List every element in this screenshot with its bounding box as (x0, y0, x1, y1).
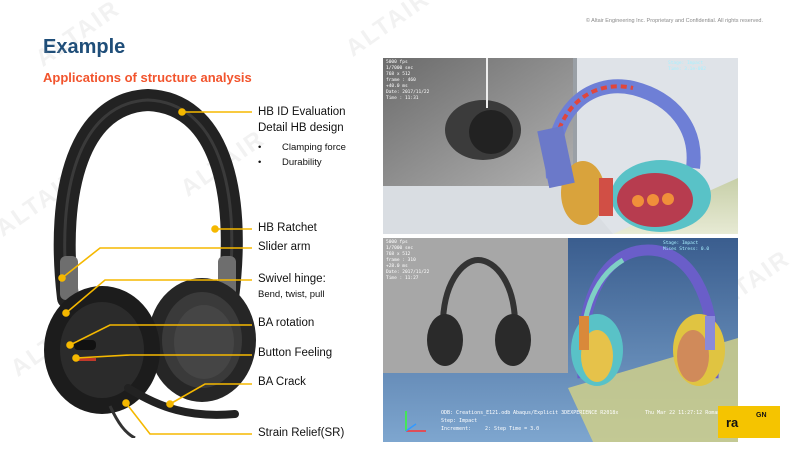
overlay-line: 1/7000 sec (386, 66, 414, 71)
label-slider-arm: Slider arm (258, 241, 311, 253)
sim-footer-odb: ODB: Creations_E121.odb (441, 410, 511, 416)
sim-footer-steptime: 2: Step Time = 3.0 (485, 426, 540, 432)
overlay-line: Time: 3.1e-002 (668, 67, 706, 72)
overlay-line: 768 x 512 (386, 252, 411, 257)
label-swivel-hinge: Swivel hinge: (258, 273, 326, 285)
label-swivel-sub: Bend, twist, pull (258, 289, 325, 300)
overlay-line: 1/7000 sec (386, 246, 414, 251)
slide-title: Example (43, 36, 126, 58)
bullet-item: Clamping force (258, 140, 346, 155)
overlay-line: Mises Stress: 0.0 (663, 247, 710, 252)
sim-footer-increment: Increment: (441, 426, 472, 432)
overlay-line: 5000 fps (386, 60, 408, 65)
slide-subtitle: Applications of structure analysis (43, 70, 252, 85)
overlay-line: +28.0 ms (386, 264, 408, 269)
sim-footer-step: Step: Impact (441, 418, 478, 424)
label-ba-rotation: BA rotation (258, 317, 315, 329)
sim-bottom-step-info: Stage: Impact Mises Stress: 0.0 (663, 241, 709, 253)
overlay-line: Date: 2017/11/22 (386, 90, 430, 95)
label-strain-relief: Strain Relief(SR) (258, 427, 345, 439)
label-button-feeling: Button Feeling (258, 347, 333, 359)
simulation-render-top (383, 58, 738, 234)
bullet-list: Clamping force Durability (258, 140, 346, 170)
overlay-line: +40.0 ms (386, 84, 408, 89)
overlay-line: Stage: Impact (668, 61, 704, 66)
axis-triad-icon (405, 411, 426, 432)
overlay-line: frame : 460 (386, 78, 416, 83)
logo-text: ra (726, 415, 739, 430)
overlay-line: 768 x 512 (386, 72, 411, 77)
simulation-panel-bottom: 5000 fps 1/7000 sec 768 x 512 frame : 31… (383, 238, 738, 442)
overlay-line: 5000 fps (386, 240, 408, 245)
overlay-line: Date: 2017/11/22 (386, 270, 430, 275)
label-detail-hb-design: Detail HB design (258, 122, 344, 134)
sim-footer-solver: Abaqus/Explicit 3DEXPERIENCE R2018x (513, 410, 619, 416)
overlay-line: Stage: Impact (663, 241, 699, 246)
logo-superscript: GN (756, 412, 767, 419)
sim-top-step-info: Stage: Impact Time: 3.1e-002 (668, 61, 706, 73)
sim-bottom-info: 5000 fps 1/7000 sec 768 x 512 frame : 31… (386, 240, 429, 282)
brand-logo: ra GN (718, 406, 780, 438)
simulation-panel-top: 5000 fps 1/7000 sec 768 x 512 frame : 46… (383, 58, 738, 234)
label-ba-crack: BA Crack (258, 376, 306, 388)
copyright-notice: © Altair Engineering Inc. Proprietary an… (585, 18, 763, 24)
simulation-render-bottom (383, 238, 738, 442)
label-hb-id-evaluation: HB ID Evaluation (258, 106, 346, 118)
sim-top-info: 5000 fps 1/7000 sec 768 x 512 frame : 46… (386, 60, 429, 102)
label-hb-ratchet: HB Ratchet (258, 222, 317, 234)
bullet-item: Durability (258, 155, 346, 170)
overlay-line: Time : 11:31 (386, 96, 419, 101)
sim-footer-date: Thu Mar 22 11:27:12 Romance (645, 410, 727, 416)
overlay-line: Time : 11:27 (386, 276, 419, 281)
overlay-line: frame : 310 (386, 258, 416, 263)
watermark: ALTAIR (340, 0, 436, 63)
headset-image (44, 88, 256, 438)
